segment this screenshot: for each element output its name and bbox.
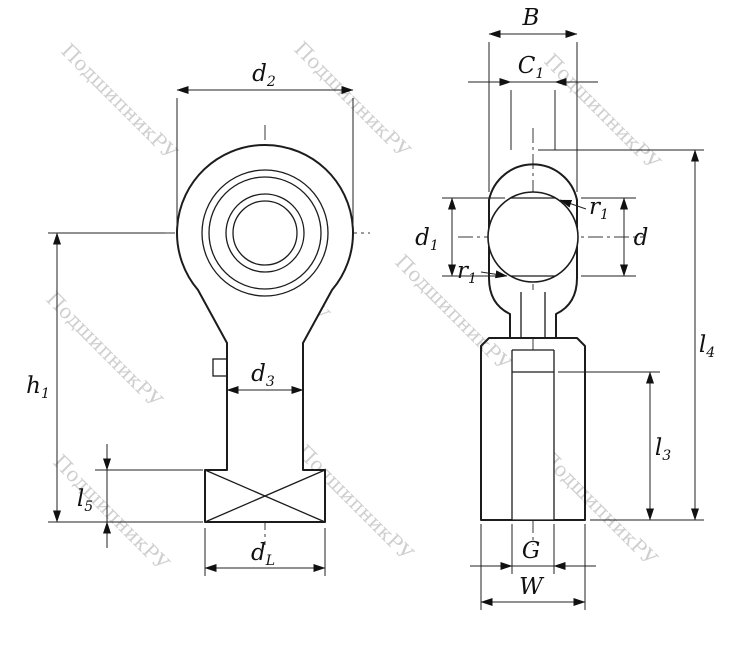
grease-fitting: [212, 358, 228, 377]
label-d3: d3: [251, 361, 275, 390]
watermark-text: ПодшипникРУ: [48, 450, 174, 576]
dimension-l5: l5: [77, 444, 203, 548]
watermark-text: ПодшипникРУ: [41, 287, 167, 413]
callout-r1-upper: r1: [559, 194, 609, 223]
dimension-h1: h1: [26, 232, 203, 523]
callout-r1-lower: r1: [457, 258, 508, 287]
outer-race-circle: [201, 169, 329, 297]
label-h1: h1: [26, 373, 50, 402]
ball-sphere: [487, 191, 579, 283]
front-view: d2 h1 l5 d3 dL: [26, 61, 370, 576]
watermark-text: ПодшипникРУ: [56, 39, 182, 165]
ball-edge-circle: [208, 176, 322, 290]
thread-bore: [512, 350, 554, 520]
dimension-d1: d1: [415, 197, 505, 277]
stem-relief: [521, 290, 545, 338]
dimension-G: G: [470, 524, 596, 574]
label-W: W: [519, 574, 545, 600]
label-d: d: [634, 225, 649, 251]
label-l3: l3: [655, 435, 671, 464]
label-l4: l4: [699, 332, 715, 361]
label-d1: d1: [415, 225, 439, 254]
dimension-l3: l3: [558, 371, 671, 521]
label-r1-upper: r1: [589, 194, 609, 223]
bore-chamfer-circle: [225, 193, 305, 273]
dimension-d3: d3: [226, 361, 304, 394]
dimension-B: B: [488, 5, 578, 192]
base-cross-line: [204, 469, 326, 523]
label-C1: C1: [518, 53, 545, 82]
watermark-text: ПодшипникРУ: [539, 49, 665, 175]
dimension-dL: dL: [204, 528, 326, 576]
dimension-d2: d2: [176, 61, 354, 226]
label-B: B: [522, 5, 540, 31]
dimension-d: d: [581, 197, 649, 277]
label-l5: l5: [77, 486, 93, 515]
section-view: B C1 d1 r1 r1: [415, 5, 715, 610]
label-G: G: [522, 538, 540, 564]
dimension-C1: C1: [468, 53, 598, 150]
label-d2: d2: [252, 61, 276, 90]
dimension-W: W: [480, 524, 586, 610]
bore-circle: [232, 200, 298, 266]
rod-end-body-outline: [176, 143, 354, 523]
label-dL: dL: [251, 540, 275, 569]
label-r1-lower: r1: [457, 258, 477, 287]
